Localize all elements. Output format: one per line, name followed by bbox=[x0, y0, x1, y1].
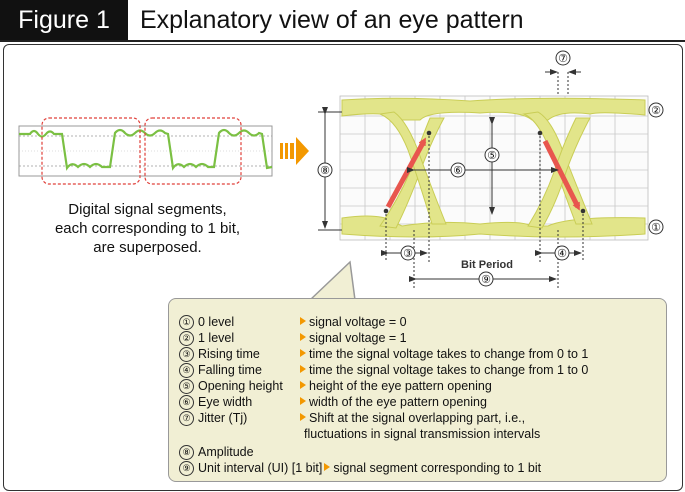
marker-7: ⑦ bbox=[555, 50, 571, 66]
triangle-bullet-icon bbox=[300, 317, 306, 325]
marker-1: ① bbox=[648, 219, 664, 235]
legend-term: 0 level bbox=[198, 315, 235, 329]
caption-line-2: each corresponding to 1 bit, bbox=[54, 220, 241, 237]
transform-arrow-icon bbox=[280, 137, 309, 165]
legend-number: ① bbox=[179, 315, 194, 330]
legend-row-2: ② 1 level signal voltage = 1 bbox=[179, 330, 407, 346]
marker-9: ⑨ bbox=[478, 271, 494, 287]
marker-2: ② bbox=[648, 102, 664, 118]
legend-row-4: ④ Falling time time the signal voltage tak… bbox=[179, 362, 588, 378]
marker-4: ④ bbox=[554, 245, 570, 261]
triangle-bullet-icon bbox=[300, 333, 306, 341]
legend-term: Falling time bbox=[198, 363, 262, 377]
bit-segment-box-1 bbox=[41, 117, 141, 185]
callout-pointer bbox=[309, 260, 356, 301]
legend-row-1: ① 0 level signal voltage = 0 bbox=[179, 314, 407, 330]
legend-row-3: ③ Rising time time the signal voltage take… bbox=[179, 346, 588, 362]
legend-number: ⑧ bbox=[179, 445, 194, 460]
svg-text:③: ③ bbox=[403, 248, 413, 260]
transition-arrows bbox=[385, 137, 581, 211]
bit-period-label: Bit Period bbox=[461, 259, 513, 271]
triangle-bullet-icon bbox=[300, 397, 306, 405]
svg-text:①: ① bbox=[651, 222, 661, 234]
figure-title: Explanatory view of an eye pattern bbox=[140, 6, 524, 34]
legend-definition: Shift at the signal overlapping part, i.… bbox=[309, 411, 526, 425]
legend-term: Opening height bbox=[198, 379, 283, 393]
legend-definition: time the signal voltage takes to change … bbox=[309, 363, 589, 377]
legend-definition: signal voltage = 0 bbox=[309, 315, 407, 329]
legend-definition: signal voltage = 1 bbox=[309, 331, 407, 345]
legend-definition-continued: fluctuations in signal transmission inte… bbox=[304, 427, 541, 441]
legend-term: 1 level bbox=[198, 331, 235, 345]
legend-row-7: ⑦ Jitter (Tj) Shift at the signal overlapp… bbox=[179, 410, 525, 426]
segments-caption: Digital signal segments, each correspond… bbox=[20, 200, 275, 257]
legend-number: ⑦ bbox=[179, 411, 194, 426]
svg-text:④: ④ bbox=[557, 248, 567, 260]
legend-term: Unit interval (UI) [1 bit] bbox=[198, 461, 323, 475]
marker-5: ⑤ bbox=[484, 147, 500, 163]
legend-term: Amplitude bbox=[198, 445, 254, 459]
legend-row-8: ⑧ Amplitude bbox=[179, 444, 254, 460]
legend-row-5: ⑤ Opening height height of the eye pattern… bbox=[179, 378, 492, 394]
triangle-bullet-icon bbox=[324, 463, 331, 471]
svg-text:②: ② bbox=[651, 105, 661, 117]
legend-definition: signal segment corresponding to 1 bit bbox=[333, 461, 542, 475]
legend-definition: time the signal voltage takes to change … bbox=[309, 347, 589, 361]
marker-labels: ② ① ⑧ ⑤ ⑥ ⑦ ③ bbox=[317, 50, 664, 287]
legend-number: ④ bbox=[179, 363, 194, 378]
falling-arrow bbox=[542, 139, 581, 211]
svg-text:⑤: ⑤ bbox=[487, 150, 497, 162]
svg-text:⑦: ⑦ bbox=[558, 53, 568, 65]
marker-6: ⑥ bbox=[450, 162, 466, 178]
triangle-bullet-icon bbox=[300, 413, 306, 421]
triangle-bullet-icon bbox=[300, 349, 306, 357]
legend-number: ⑨ bbox=[179, 461, 194, 476]
eye-transition-dots bbox=[383, 130, 586, 214]
legend-number: ⑤ bbox=[179, 379, 194, 394]
triangle-bullet-icon bbox=[300, 381, 306, 389]
svg-text:⑥: ⑥ bbox=[453, 165, 463, 177]
svg-text:⑧: ⑧ bbox=[320, 165, 330, 177]
legend-number: ⑥ bbox=[179, 395, 194, 410]
legend-term: Rising time bbox=[198, 347, 260, 361]
title-bar: Figure 1 Explanatory view of an eye patt… bbox=[0, 0, 685, 42]
marker-8: ⑧ bbox=[317, 162, 333, 178]
signal-strip bbox=[18, 117, 273, 185]
triangle-bullet-icon bbox=[300, 365, 306, 373]
legend-row-9: ⑨ Unit interval (UI) [1 bit] signal segmen… bbox=[179, 460, 541, 476]
rising-arrow bbox=[385, 137, 427, 209]
legend-row-6: ⑥ Eye width width of the eye pattern openi… bbox=[179, 394, 487, 410]
caption-line-1: Digital signal segments, bbox=[68, 201, 227, 218]
svg-text:⑨: ⑨ bbox=[481, 274, 491, 286]
legend-box: ① 0 level signal voltage = 0 ② 1 level signa… bbox=[168, 298, 667, 482]
legend-definition: height of the eye pattern opening bbox=[309, 379, 492, 393]
legend-number: ② bbox=[179, 331, 194, 346]
caption-line-3: are superposed. bbox=[93, 239, 202, 256]
legend-term: Jitter (Tj) bbox=[198, 411, 248, 425]
figure-label: Figure 1 bbox=[0, 0, 128, 40]
bit-segment-box-2 bbox=[144, 117, 242, 185]
legend-number: ③ bbox=[179, 347, 194, 362]
legend-definition: width of the eye pattern opening bbox=[309, 395, 487, 409]
marker-3: ③ bbox=[400, 245, 416, 261]
legend-term: Eye width bbox=[198, 395, 253, 409]
